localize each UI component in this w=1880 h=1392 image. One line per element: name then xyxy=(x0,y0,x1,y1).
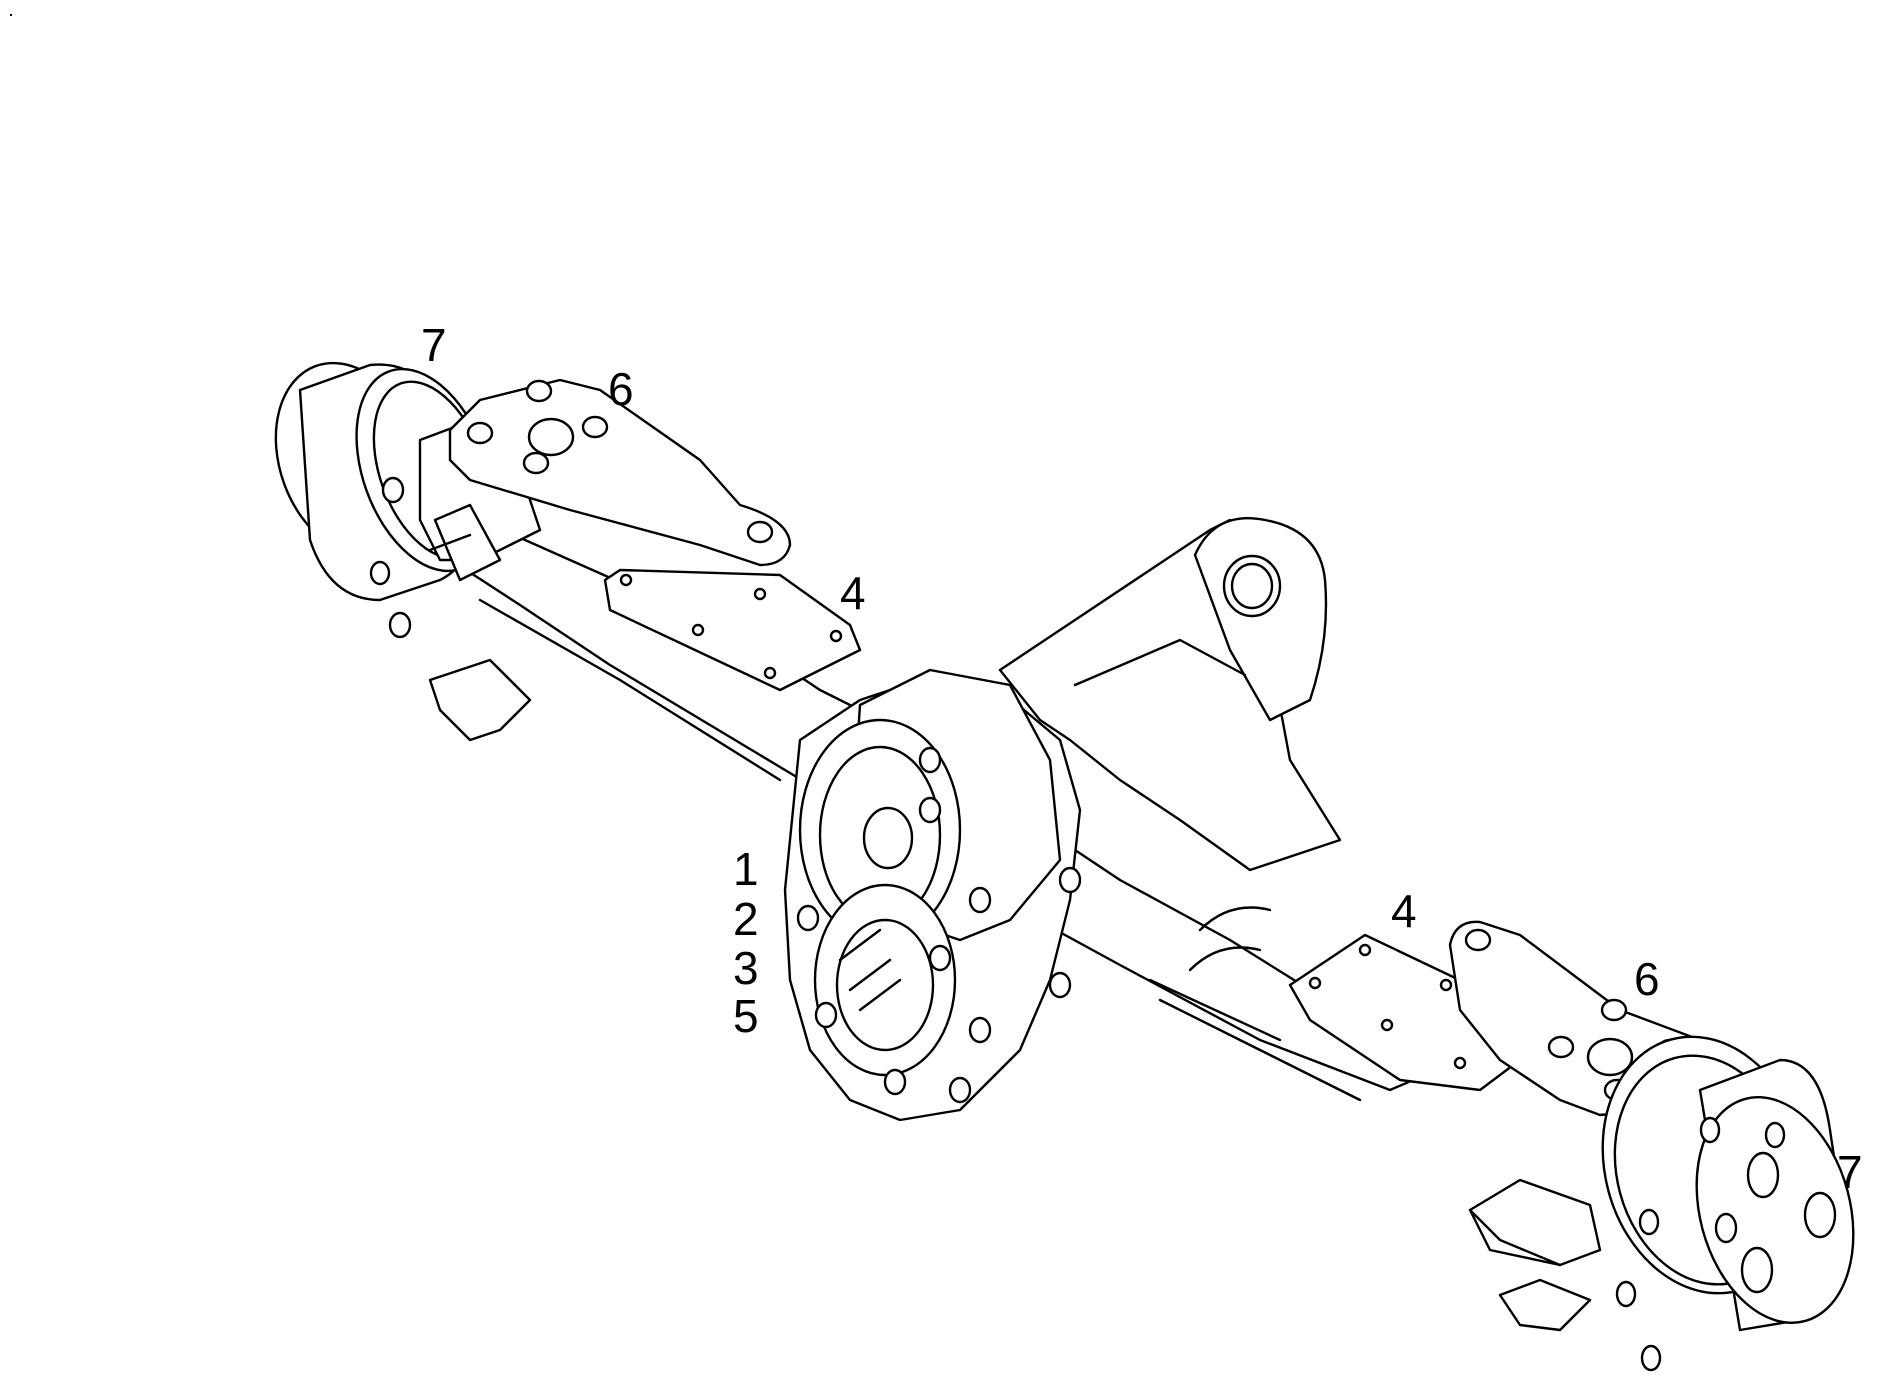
right-hub-assembly xyxy=(1601,1035,1855,1372)
callout-7-left: 7 xyxy=(421,319,447,371)
left-bracket-plate-6 xyxy=(448,378,792,567)
upper-yoke-arm xyxy=(998,517,1342,972)
callout-5: 5 xyxy=(733,990,759,1042)
callout-7-right: 7 xyxy=(1837,1146,1863,1198)
callout-2: 2 xyxy=(733,893,759,945)
scan-artifact-dot xyxy=(10,14,12,16)
callout-4-right: 4 xyxy=(1391,885,1417,937)
left-pad-4 xyxy=(603,568,862,692)
right-spring-seat xyxy=(1468,1178,1602,1332)
right-pad-4 xyxy=(1288,933,1522,1092)
callout-1: 1 xyxy=(733,843,759,895)
callout-4-left: 4 xyxy=(840,567,866,619)
callout-6-right: 6 xyxy=(1634,953,1660,1005)
callout-6-left: 6 xyxy=(608,363,634,415)
differential-housing xyxy=(783,668,1082,1122)
callout-3: 3 xyxy=(733,942,759,994)
